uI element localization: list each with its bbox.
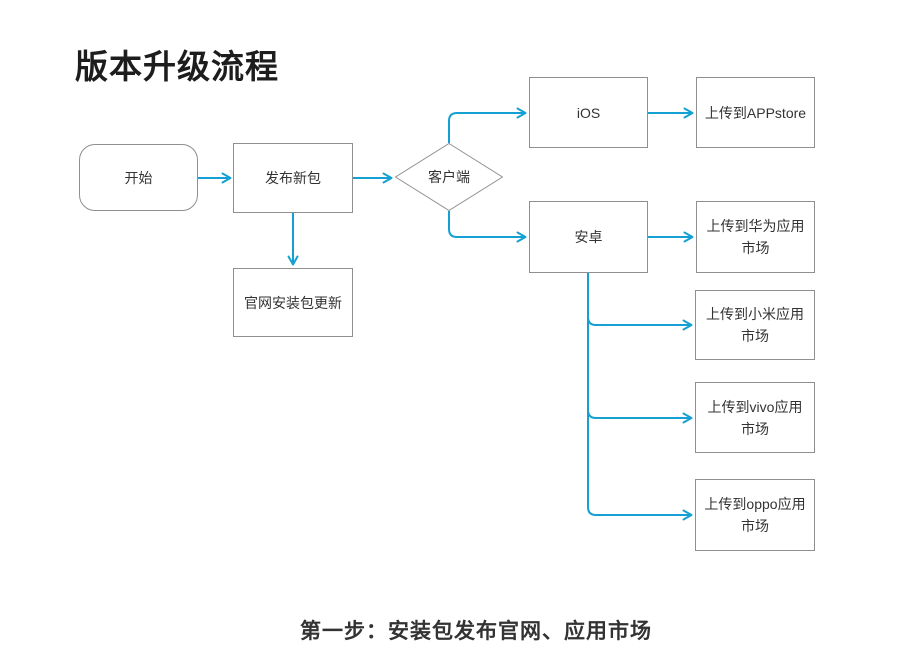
node-upload-oppo: 上传到oppo应用 市场 bbox=[695, 479, 815, 551]
diamond-shape bbox=[395, 143, 503, 211]
node-android: 安卓 bbox=[529, 201, 648, 273]
edge-android-xiaomi bbox=[587, 273, 693, 331]
node-upload-vivo: 上传到vivo应用 市场 bbox=[695, 382, 815, 453]
node-ios: iOS bbox=[529, 77, 648, 148]
node-website-update: 官网安装包更新 bbox=[233, 268, 353, 337]
edge-android-oppo bbox=[587, 273, 693, 521]
node-upload-xiaomi: 上传到小米应用 市场 bbox=[695, 290, 815, 360]
node-upload-huawei: 上传到华为应用 市场 bbox=[696, 201, 815, 273]
node-client-label: 客户端 bbox=[428, 169, 470, 185]
node-start: 开始 bbox=[79, 144, 198, 211]
diagram-title: 版本升级流程 bbox=[75, 48, 279, 85]
step-caption: 第一步：安装包发布官网、应用市场 bbox=[300, 620, 652, 643]
edge-android-vivo bbox=[587, 273, 693, 424]
node-upload-appstore: 上传到APPstore bbox=[696, 77, 815, 148]
edge-client-android bbox=[448, 211, 527, 243]
node-publish-package: 发布新包 bbox=[233, 143, 353, 213]
edge-client-ios bbox=[448, 107, 527, 143]
node-client-decision: 客户端 bbox=[395, 143, 503, 211]
